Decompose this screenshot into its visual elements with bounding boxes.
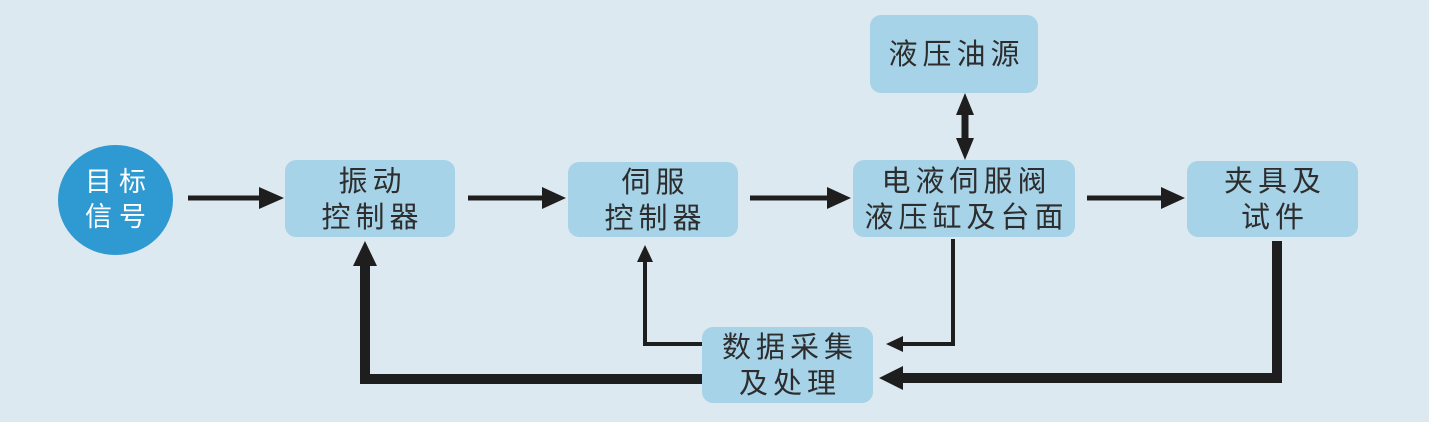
edge-target-to-vibration (188, 187, 284, 209)
node-data-acquisition-processing: 数据采集 及处理 (702, 327, 873, 403)
edge-valve-to-fixture (1087, 187, 1185, 209)
node-hydraulic-oil-source: 液压油源 (870, 15, 1038, 93)
edge-valve-to-daq (886, 239, 955, 352)
node-vibration-controller-label: 振动 控制器 (321, 163, 424, 234)
edge-oil-source-valve-double-arrow (956, 93, 974, 160)
node-target-signal: 目标 信号 (58, 145, 173, 255)
node-fixture-specimen: 夹具及 试件 (1187, 161, 1358, 237)
edge-servo-to-valve (750, 187, 851, 209)
node-data-acquisition-processing-label: 数据采集 及处理 (721, 330, 858, 400)
node-servo-controller-label: 伺服 控制器 (604, 164, 707, 235)
node-target-signal-label: 目标 信号 (85, 167, 153, 233)
node-servo-valve-cylinder-table: 电液伺服阀 液压缸及台面 (853, 160, 1075, 237)
node-servo-valve-cylinder-table-label: 电液伺服阀 液压缸及台面 (864, 163, 1069, 234)
node-servo-controller: 伺服 控制器 (568, 162, 738, 237)
edge-fixture-to-daq (879, 241, 1282, 390)
node-hydraulic-oil-source-label: 液压油源 (888, 37, 1025, 71)
edge-daq-to-servo (637, 245, 702, 346)
node-vibration-controller: 振动 控制器 (285, 160, 455, 237)
edge-vibration-to-servo (468, 187, 566, 209)
edge-daq-to-vibration (353, 241, 702, 384)
node-fixture-specimen-label: 夹具及 试件 (1223, 164, 1326, 234)
